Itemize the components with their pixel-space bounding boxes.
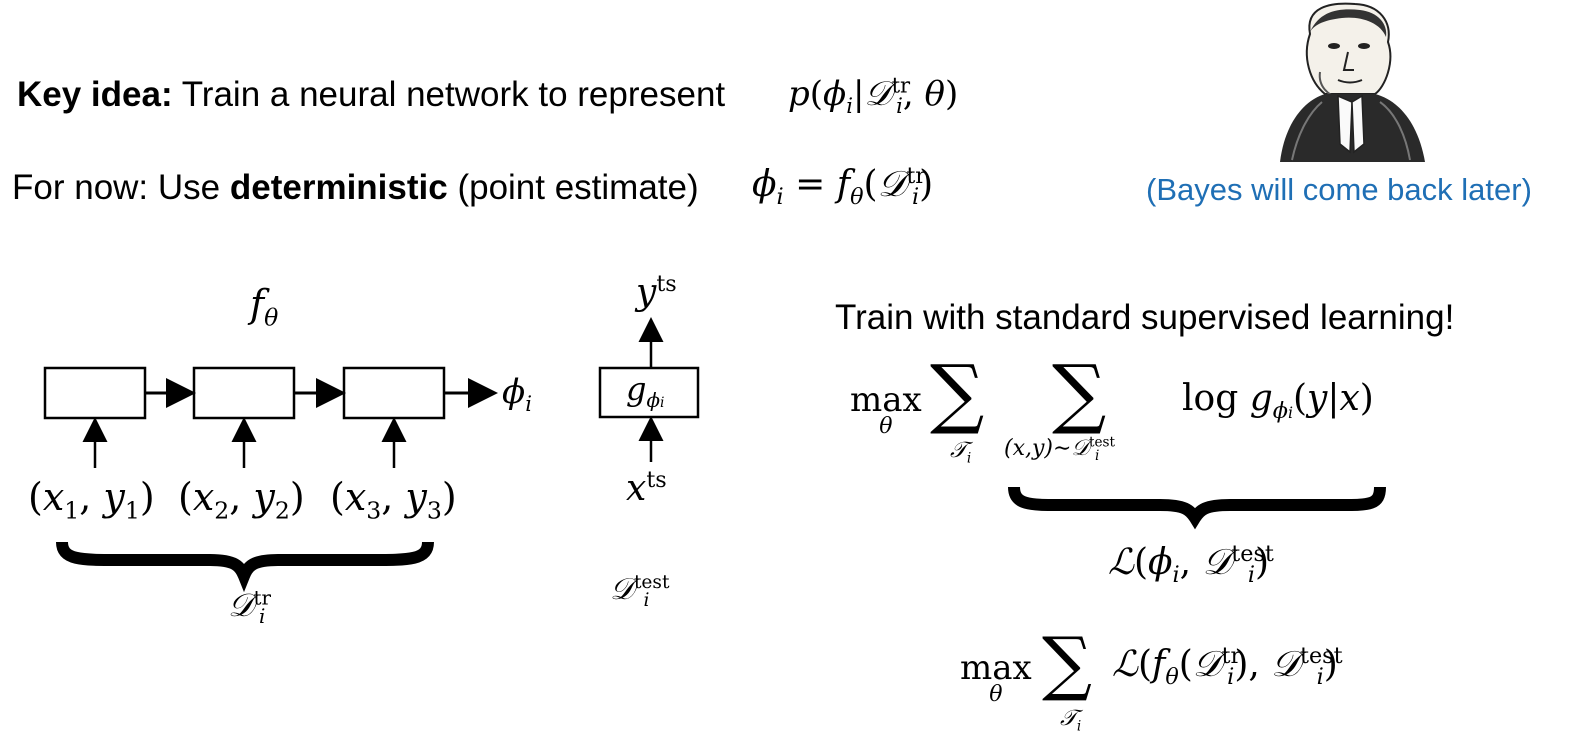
- key-idea-label: Key idea:: [17, 75, 173, 114]
- sum-data: ∑: [1052, 348, 1107, 437]
- meta-objective: ℒ(fθ(𝒟tri), 𝒟testi): [1112, 643, 1343, 691]
- for-now-line: For now: Use deterministic (point estima…: [12, 168, 699, 207]
- d-test-label: 𝒟testi: [610, 572, 670, 611]
- brace-train: [56, 541, 434, 593]
- brace-test: [1008, 486, 1386, 530]
- d-train-label: 𝒟tri: [228, 586, 271, 629]
- g-phi-label: gϕi: [626, 370, 665, 413]
- bayes-note: (Bayes will come back later): [1146, 172, 1532, 207]
- phi-output-label: ϕi: [502, 372, 532, 416]
- log-likelihood: log gϕi(y|x): [1182, 378, 1374, 425]
- input-pair-3: (x3, y3): [330, 475, 457, 525]
- max-theta-2: max θ: [960, 648, 1032, 707]
- rnn-box-3: [342, 366, 446, 420]
- key-idea-line: Key idea: Train a neural network to repr…: [17, 75, 725, 115]
- input-pair-2: (x2, y2): [178, 475, 305, 525]
- rnn-box-1: [43, 366, 147, 420]
- f-theta-label: fθ: [250, 282, 279, 332]
- max-theta-1: max θ: [850, 380, 922, 439]
- key-idea-formula: p(ϕi|𝒟tri, θ): [788, 72, 959, 118]
- loss-phi-label: ℒ(ϕi, 𝒟testi): [1108, 541, 1274, 589]
- for-now-formula: ϕi = fθ(𝒟tri): [752, 163, 934, 211]
- sum-tasks-1: ∑: [930, 348, 985, 437]
- input-pair-1: (x1, y1): [28, 475, 155, 525]
- sum-data-index: (x,y)∼𝒟testi: [1004, 434, 1116, 465]
- sum-tasks-2: ∑: [1042, 622, 1092, 704]
- train-heading: Train with standard supervised learning!: [835, 298, 1455, 337]
- deterministic-word: deterministic: [229, 168, 448, 207]
- rnn-box-2: [192, 366, 296, 420]
- sum-tasks-1-index: 𝒯i: [950, 438, 972, 467]
- x-test-label: xts: [626, 467, 667, 509]
- key-idea-text: Train a neural network to represent: [181, 75, 726, 114]
- y-test-label: yts: [636, 271, 677, 313]
- sum-tasks-2-index: 𝒯i: [1060, 706, 1082, 735]
